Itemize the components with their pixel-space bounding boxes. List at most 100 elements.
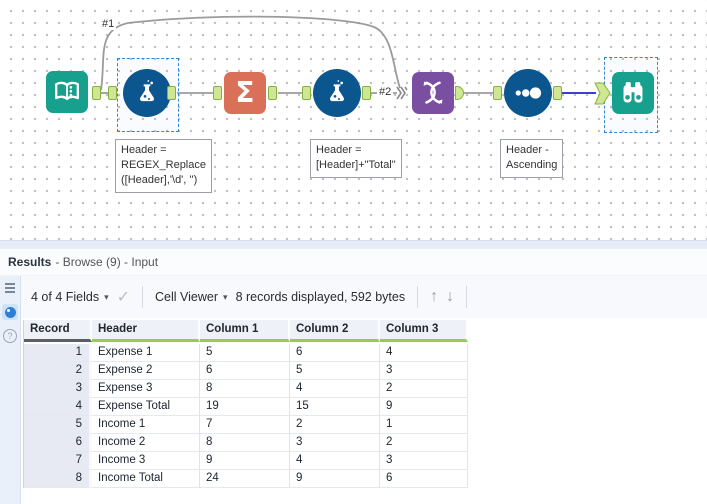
data-view-icon[interactable] <box>2 304 18 320</box>
column-header-record[interactable]: Record <box>24 320 92 342</box>
annotation-line: Header = <box>121 144 167 156</box>
cell-header[interactable]: Income 2 <box>92 434 200 452</box>
formula2-input-anchor[interactable] <box>302 86 311 100</box>
cell-header[interactable]: Income 1 <box>92 416 200 434</box>
menu-icon[interactable] <box>2 280 18 296</box>
input-output-anchor[interactable] <box>92 86 101 100</box>
cell-header[interactable]: Income Total <box>92 470 200 488</box>
cell-header[interactable]: Expense 1 <box>92 344 200 362</box>
results-title-suffix: - Browse (9) - Input <box>55 255 159 269</box>
formula2-output-anchor[interactable] <box>362 86 371 100</box>
tool-formula-1[interactable] <box>123 69 171 117</box>
formula1-output-anchor[interactable] <box>167 86 176 100</box>
cell-column1[interactable]: 7 <box>200 416 290 434</box>
browse-input-anchor[interactable] <box>594 82 612 105</box>
results-toolbar: 4 of 4 Fields ▾ ✓ Cell Viewer ▾ 8 record… <box>21 276 707 318</box>
cell-column1[interactable]: 8 <box>200 380 290 398</box>
cell-viewer-label: Cell Viewer <box>155 290 219 304</box>
cell-header[interactable]: Income 3 <box>92 452 200 470</box>
annotation-formula1[interactable]: Header = REGEX_Replace ([Header],'\d', '… <box>115 139 212 193</box>
tool-formula-2[interactable] <box>313 69 361 117</box>
connection-input-union-1[interactable] <box>100 15 401 91</box>
column-header-column2[interactable]: Column 2 <box>290 320 380 342</box>
cell-column3[interactable]: 2 <box>380 380 468 398</box>
cell-column1[interactable]: 19 <box>200 398 290 416</box>
cell-column2[interactable]: 9 <box>290 470 380 488</box>
annotation-line: REGEX_Replace <box>121 159 206 171</box>
connection-label-1: #1 <box>100 18 117 30</box>
fields-dropdown-label: 4 of 4 Fields <box>31 290 100 304</box>
scroll-up-button[interactable]: ↑ <box>430 288 439 305</box>
results-title: Results <box>8 255 52 269</box>
panel-splitter[interactable] <box>0 240 707 249</box>
results-table-area: Record Header Column 1 Column 2 Column 3… <box>21 318 707 504</box>
header-gap <box>24 342 468 344</box>
chevron-down-icon: ▾ <box>223 291 228 302</box>
cell-column2[interactable]: 6 <box>290 344 380 362</box>
connection-label-2: #2 <box>377 86 394 98</box>
summarize-input-anchor[interactable] <box>213 86 222 100</box>
cell-column2[interactable]: 3 <box>290 434 380 452</box>
cell-column2[interactable]: 4 <box>290 452 380 470</box>
cell-column1[interactable]: 5 <box>200 344 290 362</box>
tool-browse[interactable] <box>612 72 654 114</box>
cell-record[interactable]: 1 <box>24 344 92 362</box>
cell-column3[interactable]: 3 <box>380 362 468 380</box>
tool-summarize[interactable]: Σ <box>224 72 266 114</box>
cell-column2[interactable]: 4 <box>290 380 380 398</box>
cell-record[interactable]: 6 <box>24 434 92 452</box>
union-multi-input-anchor[interactable] <box>396 85 408 101</box>
cell-record[interactable]: 7 <box>24 452 92 470</box>
column-header-header[interactable]: Header <box>92 320 200 342</box>
cell-record[interactable]: 5 <box>24 416 92 434</box>
union-output-anchor[interactable] <box>455 86 464 100</box>
cell-header[interactable]: Expense 2 <box>92 362 200 380</box>
annotation-line: ([Header],'\d', '') <box>121 174 198 186</box>
annotation-formula2[interactable]: Header = [Header]+"Total" <box>310 139 402 178</box>
toolbar-separator <box>417 286 419 308</box>
cell-header[interactable]: Expense 3 <box>92 380 200 398</box>
cell-column1[interactable]: 6 <box>200 362 290 380</box>
cell-record[interactable]: 4 <box>24 398 92 416</box>
sort-dots-icon <box>515 87 542 99</box>
records-info: 8 records displayed, 592 bytes <box>235 290 406 304</box>
cell-record[interactable]: 8 <box>24 470 92 488</box>
formula-flask-icon <box>329 80 345 102</box>
cell-record[interactable]: 3 <box>24 380 92 398</box>
cell-column3[interactable]: 1 <box>380 416 468 434</box>
formula1-input-anchor[interactable] <box>108 86 117 100</box>
cell-column3[interactable]: 2 <box>380 434 468 452</box>
annotation-line: Header = <box>316 144 362 156</box>
tool-union[interactable] <box>412 72 454 114</box>
column-header-column1[interactable]: Column 1 <box>200 320 290 342</box>
help-icon[interactable]: ? <box>2 328 18 344</box>
cell-viewer-dropdown[interactable]: Cell Viewer ▾ <box>155 290 228 304</box>
fields-dropdown[interactable]: 4 of 4 Fields ▾ <box>31 290 109 304</box>
apply-check-icon[interactable]: ✓ <box>116 289 131 306</box>
annotation-sort[interactable]: Header - Ascending <box>500 139 564 178</box>
cell-column3[interactable]: 9 <box>380 398 468 416</box>
tool-sort[interactable] <box>504 69 552 117</box>
summarize-output-anchor[interactable] <box>268 86 277 100</box>
workflow-canvas[interactable]: #1 #2 Σ <box>0 0 707 240</box>
cell-column3[interactable]: 6 <box>380 470 468 488</box>
cell-column1[interactable]: 24 <box>200 470 290 488</box>
tool-input-data[interactable] <box>46 71 88 113</box>
cell-column2[interactable]: 5 <box>290 362 380 380</box>
cell-column1[interactable]: 8 <box>200 434 290 452</box>
scroll-down-button[interactable]: ↓ <box>446 288 455 305</box>
cell-column2[interactable]: 15 <box>290 398 380 416</box>
cell-column3[interactable]: 4 <box>380 344 468 362</box>
sort-input-anchor[interactable] <box>493 86 502 100</box>
cell-record[interactable]: 2 <box>24 362 92 380</box>
toolbar-separator <box>466 286 468 308</box>
annotation-line: Header - <box>506 144 549 156</box>
cell-column3[interactable]: 3 <box>380 452 468 470</box>
column-header-column3[interactable]: Column 3 <box>380 320 468 342</box>
sort-output-anchor[interactable] <box>553 86 562 100</box>
summarize-sigma-icon: Σ <box>235 76 255 109</box>
cell-column1[interactable]: 9 <box>200 452 290 470</box>
toolbar-separator <box>142 286 144 308</box>
cell-header[interactable]: Expense Total <box>92 398 200 416</box>
cell-column2[interactable]: 2 <box>290 416 380 434</box>
